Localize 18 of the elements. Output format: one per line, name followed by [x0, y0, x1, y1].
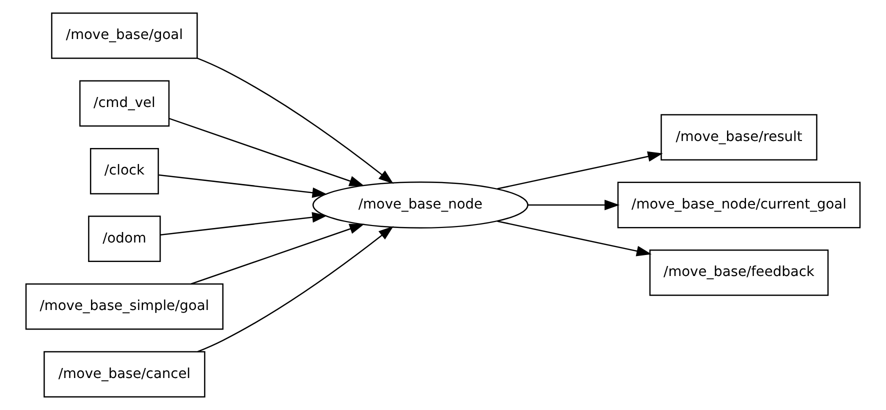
node-box: /move_base/result — [660, 114, 818, 160]
node-box: /move_base/feedback — [649, 250, 829, 296]
node-box: /move_base_simple/goal — [25, 283, 224, 330]
arrow — [158, 174, 328, 198]
arrow — [168, 118, 364, 186]
node-box: /clock — [90, 148, 159, 194]
node-box: /move_base/cancel — [44, 351, 206, 398]
arrow — [528, 200, 620, 210]
arrow — [160, 212, 328, 236]
arrow — [197, 226, 394, 352]
arrow — [191, 224, 365, 284]
node-box: /move_base_node/current_goal — [617, 182, 861, 228]
node-box: /cmd_vel — [79, 80, 170, 127]
arrow — [497, 151, 663, 190]
arrow — [497, 220, 652, 256]
node-box: /move_base/goal — [51, 12, 198, 59]
node-box: /odom — [88, 216, 161, 262]
arrow — [196, 58, 394, 184]
